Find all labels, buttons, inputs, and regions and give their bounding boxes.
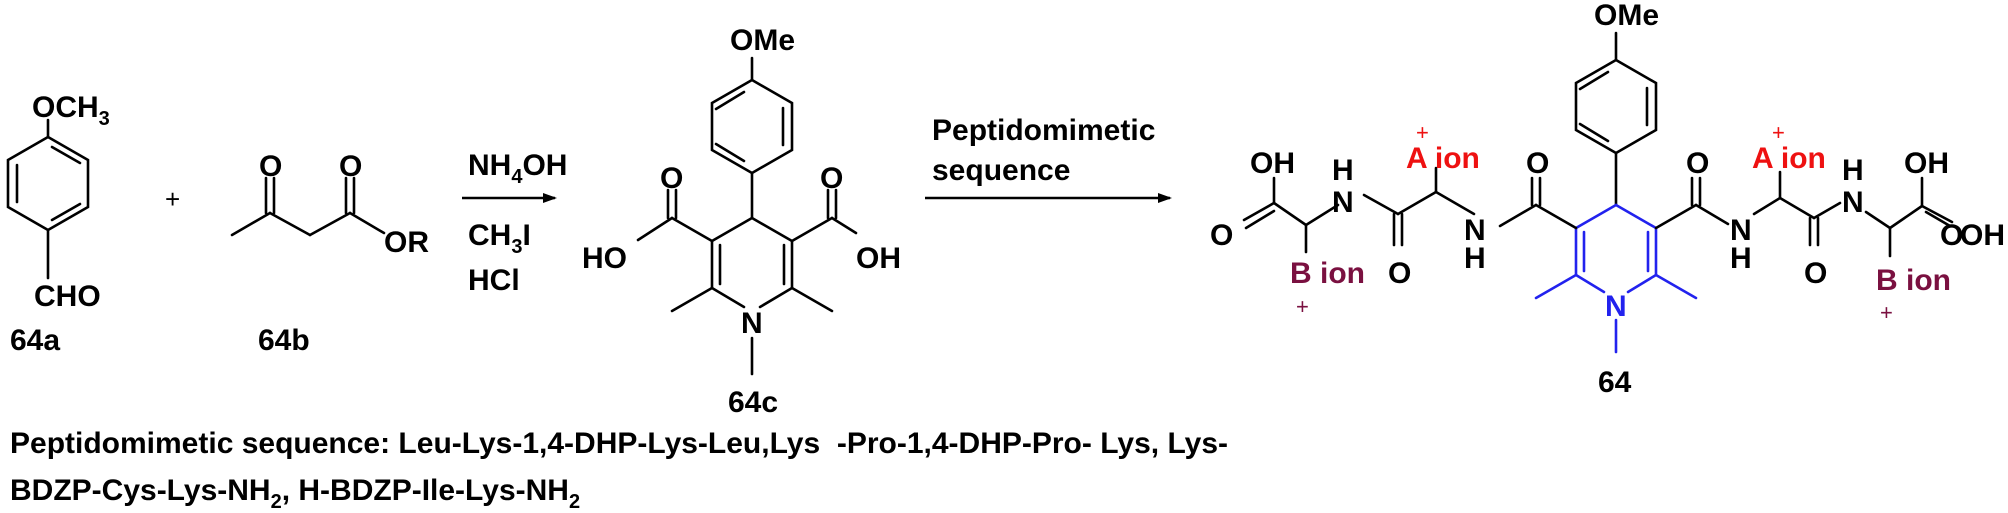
- left-peptide-arm-64: O N H O H N OH O A ion + B ion +: [1210, 120, 1578, 319]
- right-acid-hydroxyl-top: OH: [1904, 147, 1949, 180]
- right-hydrogen: H: [1842, 154, 1864, 187]
- compound-number-64a: 64a: [10, 324, 60, 357]
- compound-number-64: 64: [1598, 366, 1632, 399]
- right-peptide-arm-64: O N H O H N OH O OH A ion + B ion +: [1654, 120, 2005, 325]
- right-acid-hydroxyl: OH: [856, 242, 901, 275]
- ester-or-label-64b: OR: [384, 226, 429, 259]
- nitrogen-label-64: N: [1605, 290, 1627, 323]
- right-amide-oxygen: O: [1804, 257, 1827, 290]
- left-acid-carbonyl-oxygen: O: [1210, 219, 1233, 252]
- left-nh-nitrogen: N: [1464, 214, 1486, 247]
- ketone-oxygen-64b: O: [259, 150, 282, 183]
- methoxy-label-64c: OMe: [730, 24, 795, 57]
- left-b-ion-label: B ion: [1290, 257, 1365, 290]
- left-amide-oxygen: O: [1388, 257, 1411, 290]
- caption-line-1: Peptidomimetic sequence: Leu-Lys-1,4-DHP…: [10, 427, 1228, 460]
- left-nh-hydrogen: H: [1464, 242, 1486, 275]
- caption-line-2: BDZP-Cys-Lys-NH2, H-BDZP-Ile-Lys-NH2: [10, 474, 580, 513]
- right-nh-nitrogen: N: [1730, 214, 1752, 247]
- right-a-ion-charge: +: [1772, 120, 1785, 145]
- left-carboxylic-acid-64c: O HO: [582, 162, 714, 275]
- compound-64a: OCH3 CHO 64a: [6, 91, 110, 357]
- left-hydrogen: H: [1332, 154, 1354, 187]
- methoxy-label-64: OMe: [1594, 0, 1659, 32]
- right-nh-hydrogen: H: [1730, 242, 1752, 275]
- reagent-hcl: HCl: [468, 264, 520, 297]
- plus-sign: +: [165, 184, 180, 214]
- right-a-ion-label: A ion: [1752, 142, 1826, 175]
- left-core-amide-oxygen: O: [1526, 147, 1549, 180]
- left-b-ion-charge: +: [1296, 294, 1309, 319]
- left-nitrogen: N: [1332, 186, 1354, 219]
- aryl-ring-64c: [710, 78, 794, 175]
- left-a-ion-label: A ion: [1406, 142, 1480, 175]
- compound-number-64c: 64c: [728, 386, 778, 419]
- reaction-arrow-1: NH4OH CH3I HCl: [462, 149, 567, 297]
- right-acid-hydroxyl: OH: [1960, 219, 2005, 252]
- left-acid-carbonyl-oxygen: O: [660, 162, 683, 195]
- benzene-ring-64a: [6, 118, 90, 280]
- right-acid-carbonyl-oxygen: O: [1940, 219, 1963, 252]
- left-a-ion-charge: +: [1416, 120, 1429, 145]
- compound-64b: O O OR 64b: [230, 150, 429, 357]
- ester-carbonyl-oxygen-64b: O: [339, 150, 362, 183]
- right-b-ion-label: B ion: [1876, 264, 1951, 297]
- compound-64: OMe N: [1210, 0, 2005, 399]
- reagent-ammonium-hydroxide: NH4OH: [468, 149, 567, 188]
- nitrogen-label-64c: N: [741, 307, 763, 340]
- compound-64c: OMe N O HO: [582, 24, 901, 419]
- right-nitrogen: N: [1842, 186, 1864, 219]
- arrow-label-line-2: sequence: [932, 154, 1070, 187]
- sequence-caption: Peptidomimetic sequence: Leu-Lys-1,4-DHP…: [10, 427, 1228, 513]
- right-b-ion-charge: +: [1880, 300, 1893, 325]
- left-acid-hydroxyl: OH: [1250, 147, 1295, 180]
- arrow-label-line-1: Peptidomimetic: [932, 114, 1155, 147]
- dihydropyridine-core-64: N: [1534, 203, 1698, 354]
- right-acid-carbonyl-oxygen: O: [820, 162, 843, 195]
- left-acid-hydroxyl: HO: [582, 242, 627, 275]
- aldehyde-label-64a: CHO: [34, 280, 101, 313]
- right-carboxylic-acid-64c: O OH: [790, 162, 901, 275]
- reagent-methyl-iodide: CH3I: [468, 219, 531, 258]
- dihydropyridine-ring-64c: [670, 216, 834, 376]
- methoxy-label-64a: OCH3: [32, 91, 110, 130]
- compound-number-64b: 64b: [258, 324, 310, 357]
- aryl-ring-64: [1574, 58, 1658, 155]
- reaction-arrow-2: Peptidomimetic sequence: [925, 114, 1172, 203]
- right-core-amide-oxygen: O: [1686, 147, 1709, 180]
